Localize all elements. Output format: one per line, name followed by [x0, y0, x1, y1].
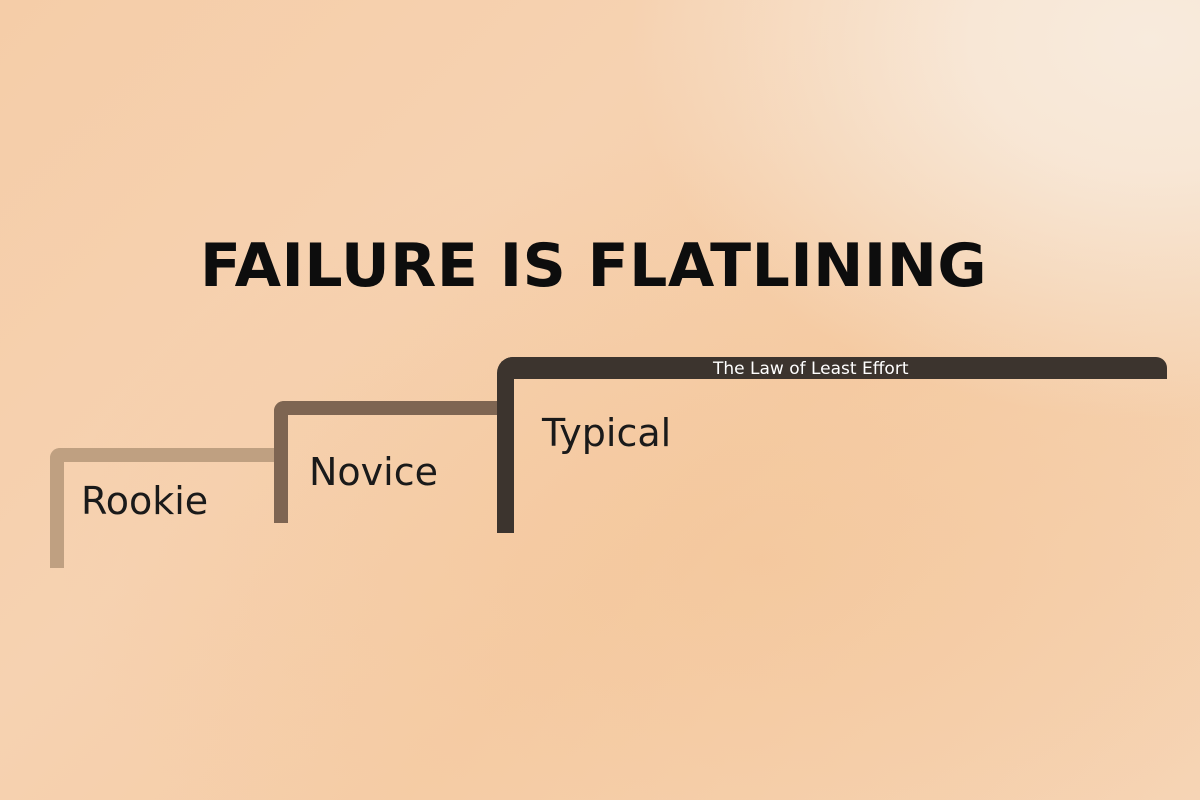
step-novice-line — [274, 401, 498, 523]
step-typical-label: Typical — [542, 411, 672, 455]
slide-title: FAILURE IS FLATLINING — [200, 231, 988, 301]
step-rookie-line — [50, 448, 274, 568]
step-typical-line — [497, 357, 1167, 533]
step-novice-label: Novice — [309, 450, 438, 494]
step-rookie-label: Rookie — [81, 479, 209, 523]
plateau-label: The Law of Least Effort — [713, 359, 909, 379]
